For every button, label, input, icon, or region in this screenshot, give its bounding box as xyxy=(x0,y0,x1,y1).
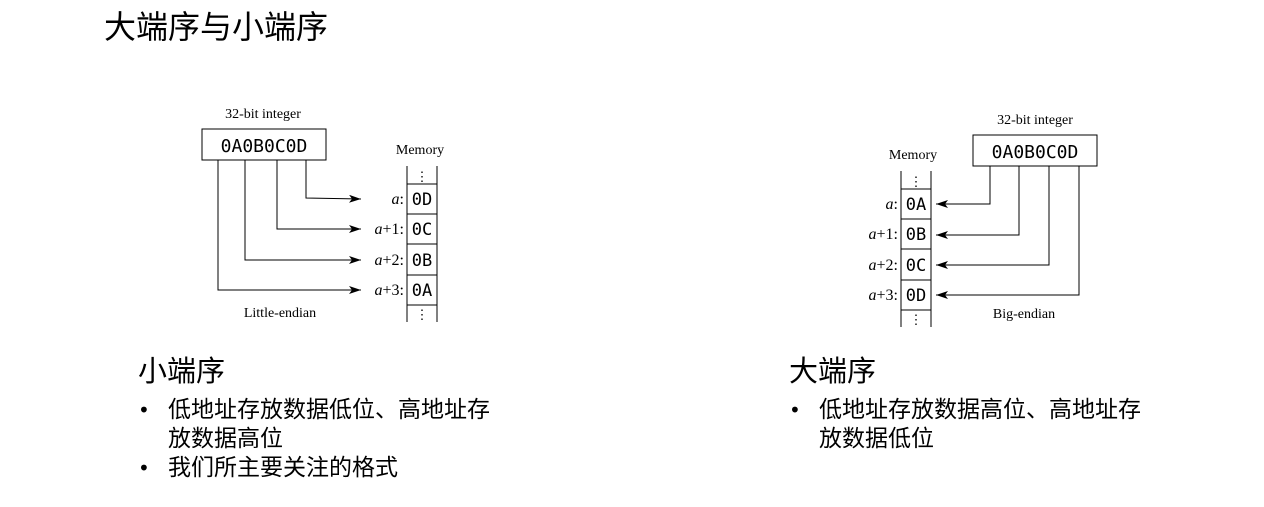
little-integer-label: 32-bit integer xyxy=(225,107,301,122)
big-endian-heading: 大端序 xyxy=(789,354,877,388)
big-row-address: a+3: xyxy=(869,287,898,304)
big-integer-box xyxy=(972,134,1098,167)
little-endian-heading: 小端序 xyxy=(138,354,226,388)
little-row: a+3: 0A xyxy=(375,281,433,301)
little-integer-group: 32-bit integer 0A0B0C0D xyxy=(201,107,327,161)
little-row-address: a: xyxy=(392,191,404,208)
big-row: a: 0A xyxy=(886,195,927,215)
big-row-address: a+1: xyxy=(869,226,898,243)
little-row-address: a+1: xyxy=(375,221,404,238)
big-row-value: 0B xyxy=(906,225,926,245)
big-arrows xyxy=(936,166,1080,299)
little-endian-section: 小端序 低地址存放数据低位、高地址存放数据高位 我们所主要关注的格式 xyxy=(138,352,498,483)
big-row-value: 0D xyxy=(906,286,926,306)
big-row-address: a+2: xyxy=(869,257,898,274)
little-row-address: a+3: xyxy=(375,282,404,299)
little-row: a+2: 0B xyxy=(375,251,433,271)
little-integer-value: 0A0B0C0D xyxy=(221,136,308,157)
big-row-value: 0C xyxy=(906,256,926,276)
big-row: a+3: 0D xyxy=(869,286,927,306)
little-integer-box xyxy=(201,128,327,161)
big-row: a+2: 0C xyxy=(869,256,927,276)
little-memory-column: ⋮ ⋮ xyxy=(406,166,438,322)
little-row: a+1: 0C xyxy=(375,220,433,240)
little-arrow xyxy=(244,160,361,264)
little-endian-bullets: 低地址存放数据低位、高地址存放数据高位 我们所主要关注的格式 xyxy=(138,396,498,483)
big-ellipsis-bottom: ⋮ xyxy=(910,312,923,327)
little-row-value: 0D xyxy=(412,190,432,210)
big-endian-section: 大端序 低地址存放数据高位、高地址存放数据低位 xyxy=(789,352,1149,454)
big-endian-bullets: 低地址存放数据高位、高地址存放数据低位 xyxy=(789,396,1149,454)
big-integer-value: 0A0B0C0D xyxy=(992,142,1079,163)
little-row-value: 0C xyxy=(412,220,432,240)
big-arrow xyxy=(936,166,991,208)
big-memory-label: Memory xyxy=(889,148,937,163)
little-ellipsis-top: ⋮ xyxy=(416,169,429,184)
big-row: a+1: 0B xyxy=(869,225,927,245)
little-ellipsis-bottom: ⋮ xyxy=(416,307,429,322)
big-row-address: a: xyxy=(886,196,898,213)
little-row-value: 0A xyxy=(412,281,432,301)
little-arrows xyxy=(217,160,362,294)
bullet-item: 低地址存放数据低位、高地址存放数据高位 xyxy=(138,396,498,454)
big-row-value: 0A xyxy=(906,195,926,215)
little-row-value: 0B xyxy=(412,251,432,271)
big-integer-label: 32-bit integer xyxy=(997,113,1073,128)
big-endian-caption: Big-endian xyxy=(993,307,1055,322)
big-ellipsis-top: ⋮ xyxy=(910,174,923,189)
big-memory-column: ⋮ ⋮ xyxy=(900,171,932,327)
big-arrow xyxy=(936,166,1080,299)
page-title: 大端序与小端序 xyxy=(104,8,329,46)
little-arrow xyxy=(217,160,361,294)
bullet-item: 我们所主要关注的格式 xyxy=(138,454,498,483)
little-memory-label: Memory xyxy=(396,143,444,158)
little-endian-caption: Little-endian xyxy=(244,306,316,321)
little-arrow xyxy=(276,160,361,233)
big-arrow xyxy=(936,166,1050,269)
little-arrow xyxy=(305,160,362,203)
big-arrow xyxy=(936,166,1020,239)
little-row-address: a+2: xyxy=(375,252,404,269)
little-row: a: 0D xyxy=(392,190,433,210)
big-integer-group: 32-bit integer 0A0B0C0D xyxy=(972,113,1098,167)
bullet-item: 低地址存放数据高位、高地址存放数据低位 xyxy=(789,396,1149,454)
